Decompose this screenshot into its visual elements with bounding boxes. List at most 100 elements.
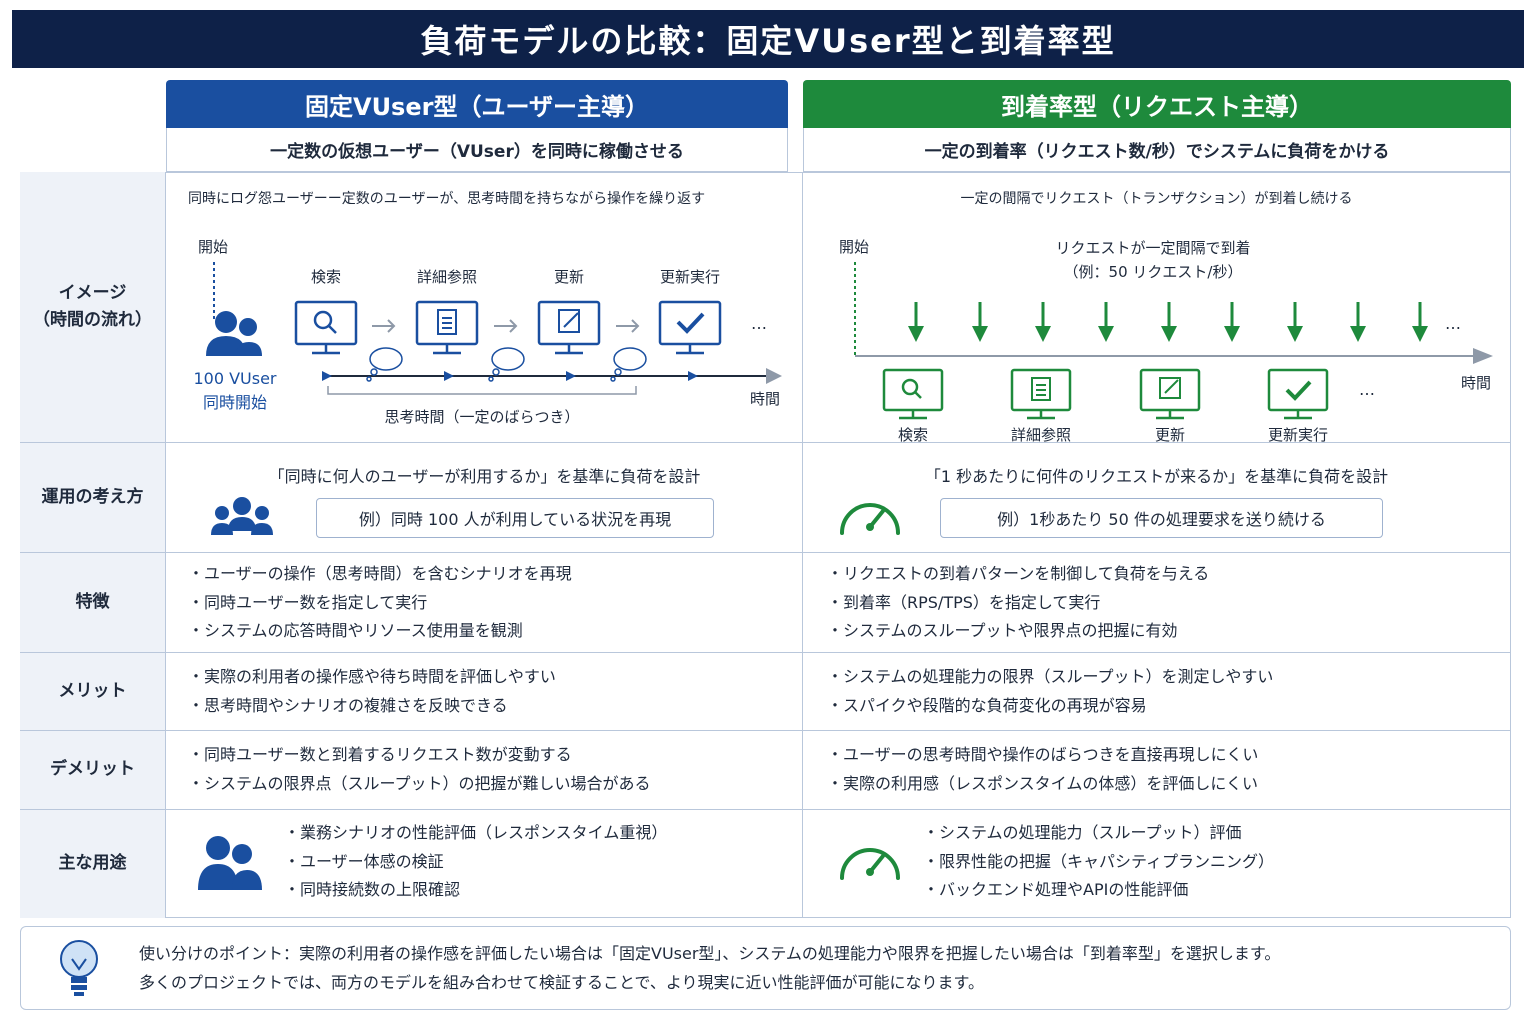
demerits-right-cell: ・ユーザーの思考時間や操作のばらつきを直接再現しにくい ・実際の利用感（レスポン… <box>803 731 1510 809</box>
row-label-operation: 運用の考え方 <box>20 443 166 552</box>
step-detail-label: 詳細参照 <box>416 268 477 286</box>
row-label-merits: メリット <box>20 653 166 730</box>
list-item: ・同時ユーザー数を指定して実行 <box>188 592 428 612</box>
edit-icon <box>1159 377 1181 399</box>
step-update-label: 更新 <box>553 268 584 286</box>
speedometer-icon <box>840 503 900 535</box>
list-item: ・到着率（RPS/TPS）を指定して実行 <box>827 592 1101 612</box>
list-item: ・ユーザーの思考時間や操作のばらつきを直接再現しにくい <box>827 745 1259 764</box>
arrival-rate-timeline-diagram <box>854 262 1493 420</box>
list-item: ・システムの応答時間やリソース使用量を観測 <box>188 621 523 640</box>
image-right-caption: 一定の間隔でリクエスト（トランザクション）が到着し続ける <box>960 191 1353 207</box>
arrival-step-detail-label: 詳細参照 <box>1010 426 1071 444</box>
think-time-label: 思考時間（一定のばらつき） <box>384 408 580 426</box>
users-icon <box>206 311 262 356</box>
image-left-caption: 同時にログ怨ユーザーー定数のユーザーが、思考時間を持ちながら操作を繰り返す <box>188 191 706 207</box>
vuser-start-label: 開始 <box>198 238 229 256</box>
list-item: ・スパイクや段階的な負荷変化の再現が容易 <box>827 695 1147 715</box>
list-item: ・実際の利用者の操作感や待ち時間を評価しやすい <box>188 667 556 686</box>
list-item: ・バックエンド処理やAPIの性能評価 <box>923 880 1189 899</box>
right-column-subtitle: 一定の到着率（リクエスト数/秒）でシステムに負荷をかける <box>803 128 1511 172</box>
left-column-title: 固定VUser型（ユーザー主導） <box>166 80 788 128</box>
list-item: ・ユーザーの操作（思考時間）を含むシナリオを再現 <box>188 564 572 583</box>
tip-text: 使い分けのポイント：実際の利用者の操作感を評価したい場合は「固定VUser型」、… <box>139 939 1280 997</box>
operation-left-cell: 「同時に何人のユーザーが利用するか」を基準に負荷を設計 例）同時 100 人が利… <box>166 443 803 552</box>
speedometer-icon <box>840 848 900 880</box>
uses-right-cell: ・システムの処理能力（スループット）評価 ・限界性能の把握（キャパシティプランニ… <box>803 810 1510 918</box>
search-icon <box>901 378 922 399</box>
row-label-image: イメージ （時間の流れ） <box>20 172 166 442</box>
left-column-subtitle: 一定数の仮想ユーザー（VUser）を同時に稼働させる <box>166 128 788 172</box>
row-uses: 主な用途 ・業務シナリオの性能評価（レスポンスタイム重視） ・ユーザー体感の検証… <box>20 810 1510 918</box>
merits-left-list: ・実際の利用者の操作感や待ち時間を評価しやすい ・思考時間やシナリオの複雑さを反… <box>188 663 556 720</box>
right-time-label: 時間 <box>1461 374 1492 392</box>
right-column-title: 到着率型（リクエスト主導） <box>803 80 1511 128</box>
operation-right-cell: 「1 秒あたりに何件のリクエストが来るか」を基準に負荷を設計 例）1秒あたり 5… <box>803 443 1510 552</box>
users-group-icon <box>211 497 273 535</box>
row-operation: 運用の考え方 「同時に何人のユーザーが利用するか」を基準に負荷を設計 例）同時 … <box>20 443 1510 553</box>
row-features: 特徴 ・ユーザーの操作（思考時間）を含むシナリオを再現 ・同時ユーザー数を指定し… <box>20 553 1510 653</box>
list-item: ・ユーザー体感の検証 <box>284 851 444 871</box>
left-ellipsis: … <box>751 314 767 333</box>
operation-left-example: 例）同時 100 人が利用している状況を再現 <box>316 498 714 538</box>
list-item: ・システムの限界点（スループット）の把握が難しい場合がある <box>188 773 651 793</box>
document-icon <box>437 309 457 335</box>
arrival-arrows <box>908 302 1428 342</box>
check-icon <box>676 312 705 334</box>
arrival-rate-line2: （例：50 リクエスト/秒） <box>1063 263 1243 281</box>
features-right-list: ・リクエストの到着パターンを制御して負荷を与える ・到着率（RPS/TPS）を指… <box>827 560 1209 646</box>
list-item: ・システムの処理能力の限界（スループット）を測定しやすい <box>827 667 1274 686</box>
right-column-header: 到着率型（リクエスト主導） 一定の到着率（リクエスト数/秒）でシステムに負荷をか… <box>803 80 1511 172</box>
row-demerits: デメリット ・同時ユーザー数と到着するリクエスト数が変動する ・システムの限界点… <box>20 731 1510 810</box>
image-right-cell: 一定の間隔でリクエスト（トランザクション）が到着し続ける <box>803 172 1510 444</box>
arrival-step-update-exec-label: 更新実行 <box>1267 426 1328 444</box>
operation-left-text: 「同時に何人のユーザーが利用するか」を基準に負荷を設計 <box>268 467 701 486</box>
arrival-rate-label: リクエストが一定間隔で到着 （例：50 リクエスト/秒） <box>1003 236 1303 284</box>
features-right-cell: ・リクエストの到着パターンを制御して負荷を与える ・到着率（RPS/TPS）を指… <box>803 553 1510 652</box>
arrival-rate-line1: リクエストが一定間隔で到着 <box>1055 239 1251 257</box>
row-merits: メリット ・実際の利用者の操作感や待ち時間を評価しやすい ・思考時間やシナリオの… <box>20 653 1510 731</box>
demerits-left-list: ・同時ユーザー数と到着するリクエスト数が変動する ・システムの限界点（スループッ… <box>188 741 651 798</box>
list-item: ・システムのスループットや限界点の把握に有効 <box>827 621 1178 640</box>
page-title: 負荷モデルの比較：固定VUser型と到着率型 <box>12 10 1524 68</box>
tip-line-1: 使い分けのポイント：実際の利用者の操作感を評価したい場合は「固定VUser型」、… <box>139 944 1281 963</box>
step-update-exec-label: 更新実行 <box>659 268 720 286</box>
row-label-demerits: デメリット <box>20 731 166 809</box>
merits-right-list: ・システムの処理能力の限界（スループット）を測定しやすい ・スパイクや段階的な負… <box>827 663 1273 720</box>
left-time-label: 時間 <box>750 390 781 408</box>
uses-right-list: ・システムの処理能力（スループット）評価 ・限界性能の把握（キャパシティプランニ… <box>923 819 1274 905</box>
vuser-count-line2: 同時開始 <box>202 393 267 412</box>
row-label-image-line2: （時間の流れ） <box>33 310 152 330</box>
merits-left-cell: ・実際の利用者の操作感や待ち時間を評価しやすい ・思考時間やシナリオの複雑さを反… <box>166 653 803 730</box>
list-item: ・システムの処理能力（スループット）評価 <box>923 823 1242 842</box>
row-label-uses: 主な用途 <box>20 810 166 918</box>
row-label-image-line1: イメージ <box>58 282 127 303</box>
thought-bubble-icon <box>366 347 647 382</box>
check-icon <box>1285 380 1312 401</box>
list-item: ・思考時間やシナリオの複雑さを反映できる <box>188 695 508 715</box>
image-left-cell: 同時にログ怨ユーザーー定数のユーザーが、思考時間を持ちながら操作を繰り返す <box>166 172 803 442</box>
list-item: ・限界性能の把握（キャパシティプランニング） <box>923 851 1275 871</box>
vuser-count-label: 100 VUser 同時開始 <box>180 367 290 415</box>
vuser-timeline-diagram <box>206 262 782 395</box>
step-search-label: 検索 <box>310 268 341 286</box>
users-icon <box>198 836 262 890</box>
features-left-cell: ・ユーザーの操作（思考時間）を含むシナリオを再現 ・同時ユーザー数を指定して実行… <box>166 553 803 652</box>
uses-left-cell: ・業務シナリオの性能評価（レスポンスタイム重視） ・ユーザー体感の検証 ・同時接… <box>166 810 803 918</box>
edit-icon <box>558 309 580 333</box>
uses-left-list: ・業務シナリオの性能評価（レスポンスタイム重視） ・ユーザー体感の検証 ・同時接… <box>284 819 667 905</box>
demerits-left-cell: ・同時ユーザー数と到着するリクエスト数が変動する ・システムの限界点（スループッ… <box>166 731 803 809</box>
operation-right-example: 例）1秒あたり 50 件の処理要求を送り続ける <box>940 498 1383 538</box>
vuser-count-line1: 100 VUser <box>193 369 277 388</box>
arrival-step-update-label: 更新 <box>1154 426 1185 444</box>
merits-right-cell: ・システムの処理能力の限界（スループット）を測定しやすい ・スパイクや段階的な負… <box>803 653 1510 730</box>
tip-box: 使い分けのポイント：実際の利用者の操作感を評価したい場合は「固定VUser型」、… <box>20 926 1511 1010</box>
arrival-start-label: 開始 <box>839 238 870 256</box>
row-image: イメージ （時間の流れ） 同時にログ怨ユーザーー定数のユーザーが、思考時間を持ちな… <box>20 172 1510 444</box>
right-ellipsis-2: … <box>1359 380 1375 399</box>
search-icon <box>313 310 337 334</box>
arrival-step-search-label: 検索 <box>897 426 928 444</box>
document-icon <box>1031 377 1051 401</box>
list-item: ・同時ユーザー数と到着するリクエスト数が変動する <box>188 745 572 764</box>
demerits-right-list: ・ユーザーの思考時間や操作のばらつきを直接再現しにくい ・実際の利用感（レスポン… <box>827 741 1258 798</box>
